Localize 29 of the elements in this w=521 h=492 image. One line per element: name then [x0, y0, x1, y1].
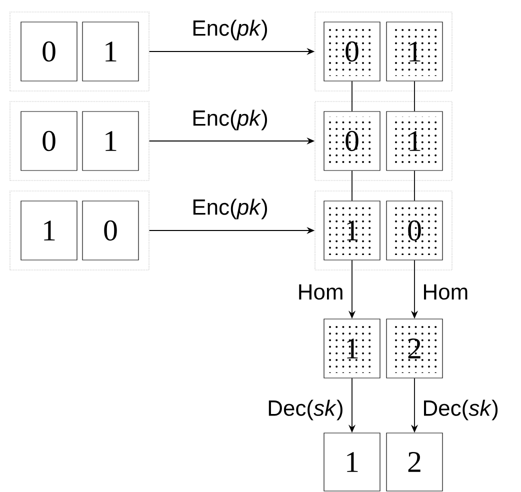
encrypted-bit-box: 1 — [324, 318, 380, 378]
bit-box: 1 — [20, 200, 78, 260]
bit-box: 0 — [20, 111, 78, 171]
edge-label: Enc(pk) — [190, 198, 270, 220]
encrypted-bit-box: 0 — [324, 111, 380, 171]
bit-box: 1 — [82, 111, 139, 171]
bit-box: 1 — [82, 22, 139, 82]
edge-label: Dec(sk) — [266, 398, 345, 422]
edge-label: Hom — [296, 283, 345, 301]
bit-box: 0 — [82, 200, 139, 260]
connector-line — [414, 170, 415, 202]
encrypted-bit-box: 0 — [324, 22, 380, 82]
encrypted-bit-box: 0 — [386, 200, 443, 260]
group-frame — [314, 190, 452, 270]
encrypted-bit-box: 2 — [386, 318, 443, 378]
group-frame — [10, 190, 150, 270]
group-frame — [314, 101, 452, 181]
edge-label: Enc(pk) — [190, 108, 270, 132]
group-frame — [314, 12, 452, 92]
connector-line — [414, 80, 415, 112]
bit-box: 1 — [324, 432, 380, 492]
bit-box: 0 — [20, 22, 78, 82]
edge-label: Hom — [421, 283, 470, 301]
edge-label: Enc(pk) — [190, 18, 270, 42]
bit-box: 2 — [386, 432, 443, 492]
group-frame — [10, 101, 150, 181]
edge-label: Dec(sk) — [421, 398, 500, 422]
group-frame — [10, 12, 150, 92]
encrypted-bit-box: 1 — [324, 200, 380, 260]
